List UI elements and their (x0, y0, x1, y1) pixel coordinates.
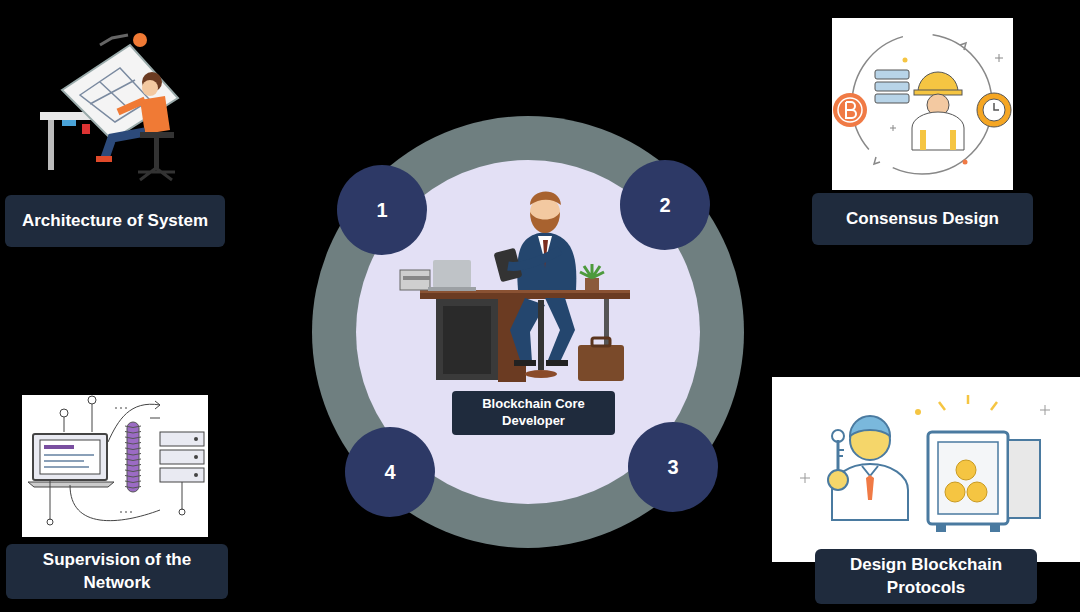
callout-number: 1 (376, 199, 387, 222)
node-label: Design Blockchain Protocols (825, 554, 1027, 598)
callout-number: 4 (384, 461, 395, 484)
step-number: 2 (620, 160, 710, 250)
protocol-illustration (22, 395, 208, 537)
caption-box: Consensus Design (812, 193, 1033, 245)
node-label: Blockchain Core Developer (460, 396, 607, 430)
step-number: 1 (337, 165, 427, 255)
node-label: Consensus Design (846, 208, 999, 230)
node-label: Supervision of the Network (16, 549, 218, 593)
caption-box: Supervision of the Network (6, 544, 228, 599)
supervision-illustration (772, 377, 1080, 562)
step-number: 4 (345, 427, 435, 517)
callout-number: 3 (667, 456, 678, 479)
caption-box: Architecture of System (5, 195, 225, 247)
caption-box: Design Blockchain Protocols (815, 549, 1037, 604)
callout-number: 2 (659, 194, 670, 217)
role-box: Blockchain Core Developer (452, 391, 615, 435)
step-number: 3 (628, 422, 718, 512)
developer-illustration (400, 191, 630, 382)
architect-illustration (40, 33, 178, 180)
consensus-illustration (832, 18, 1013, 190)
node-label: Architecture of System (22, 210, 208, 232)
outer-ring (312, 116, 744, 548)
